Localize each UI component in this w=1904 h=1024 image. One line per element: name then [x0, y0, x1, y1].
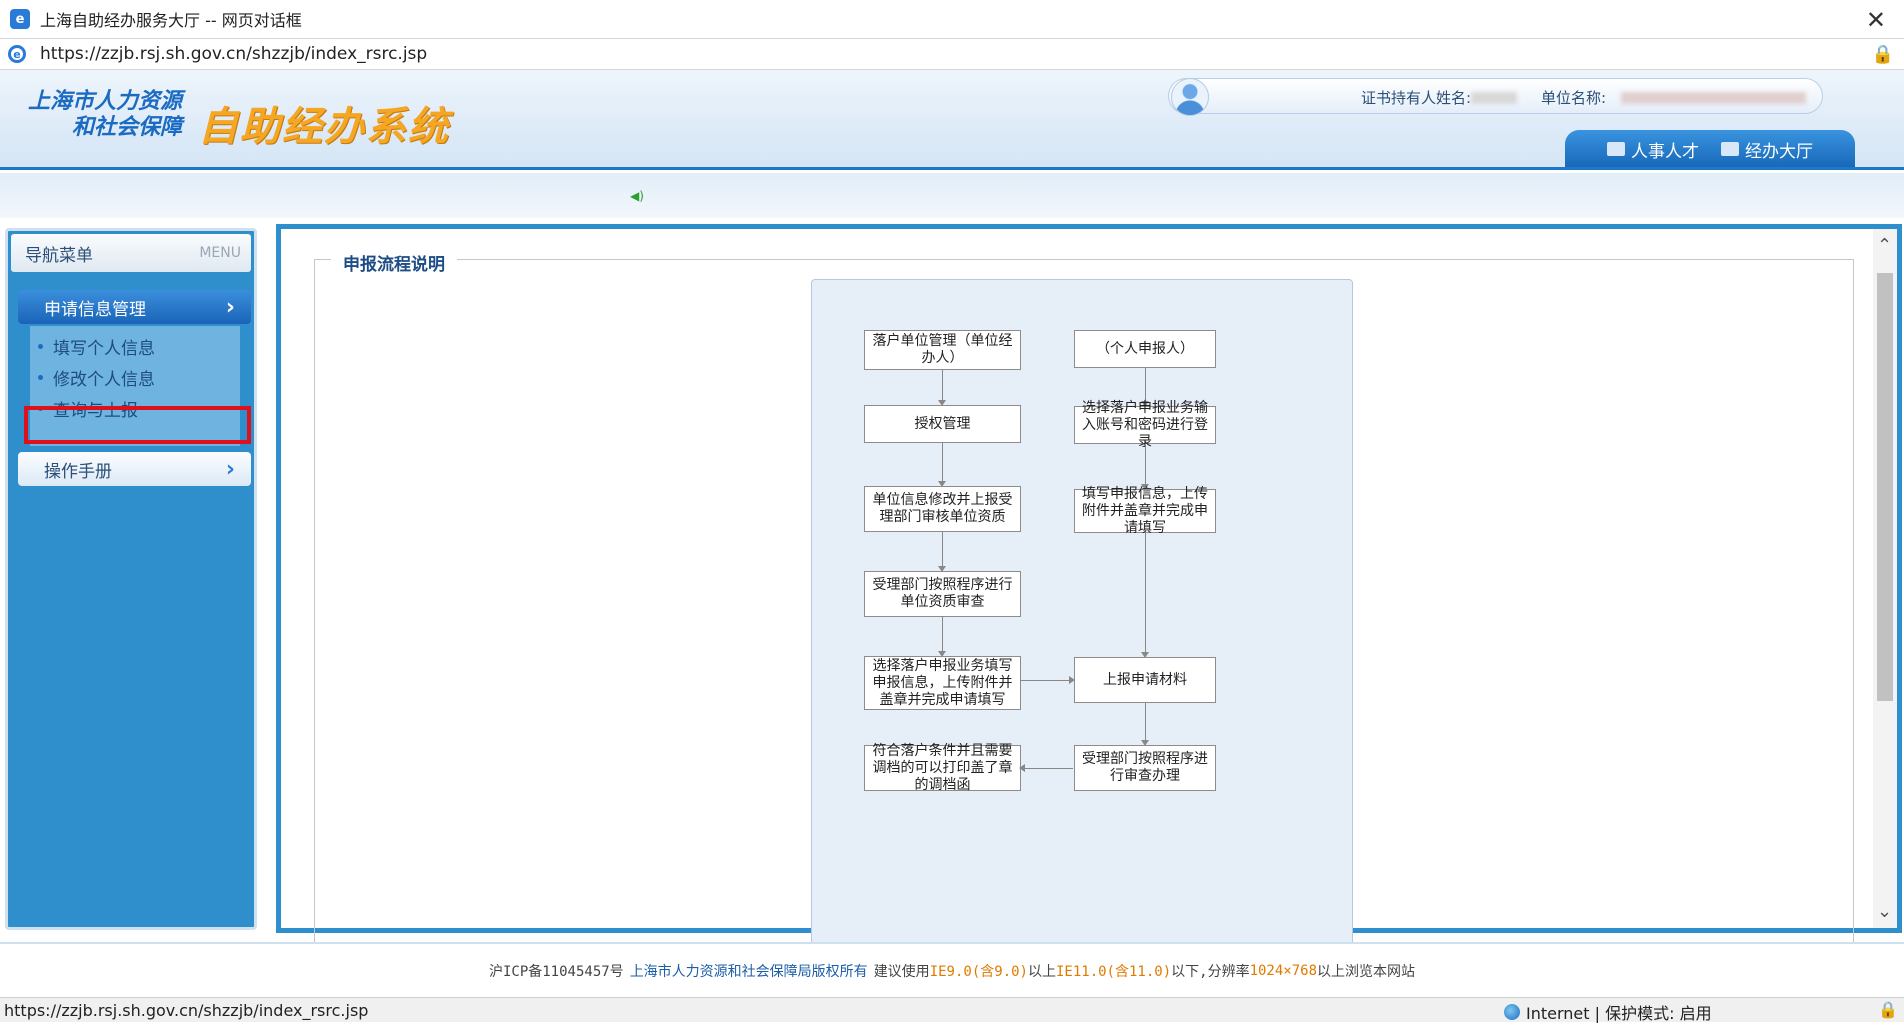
flow-step: 落户单位管理（单位经办人）	[864, 330, 1021, 370]
holder-label: 证书持有人姓名:	[1361, 89, 1472, 107]
submenu-item-label: 修改个人信息	[53, 369, 155, 390]
header-tabs: 人事人才 经办大厅	[1565, 130, 1855, 167]
building-icon	[1721, 142, 1739, 156]
bullet-icon	[38, 374, 43, 380]
user-info-bar: 证书持有人姓名: 单位名称:	[1168, 78, 1823, 116]
site-header: 上海市人力资源 和社会保障 自助经办系统 证书持有人姓名: 单位名称: 人事人才…	[0, 70, 1904, 170]
flow-step: 符合落户条件并且需要调档的可以打印盖了章的调档函	[864, 743, 1021, 793]
vertical-scrollbar[interactable]: ⌃ ⌄	[1873, 229, 1897, 928]
flow-step: 选择落户申报业务填写申报信息，上传附件并盖章并完成申请填写	[864, 656, 1021, 710]
footer-advice-3: 以下,分辨率	[1171, 963, 1250, 980]
footer-ie9: IE9.0(含9.0)	[929, 963, 1028, 980]
security-zone[interactable]: Internet | 保护模式: 启用	[1504, 1000, 1712, 1024]
footer-advice-1: 建议使用	[873, 963, 930, 980]
speaker-icon[interactable]: ◀)	[630, 189, 644, 203]
chevron-right-icon: ›	[225, 456, 235, 482]
flow-step: 填写申报信息，上传附件并盖章并完成申请填写	[1074, 486, 1216, 536]
window-titlebar: e 上海自助经办服务大厅 -- 网页对话框 ✕	[0, 0, 1904, 38]
close-icon[interactable]: ✕	[1865, 6, 1886, 34]
flow-arrow	[938, 617, 946, 657]
system-name: 自助经办系统	[198, 103, 450, 150]
address-url[interactable]: https://zzjb.rsj.sh.gov.cn/shzzjb/index_…	[40, 44, 428, 64]
globe-icon	[1504, 1004, 1520, 1020]
flow-step: 受理部门按照程序进行单位资质审查	[864, 571, 1021, 617]
scroll-down-icon[interactable]: ⌄	[1877, 901, 1893, 922]
footer-advice-2: 以上	[1027, 963, 1056, 980]
bullet-icon	[38, 343, 43, 349]
submenu-item-label: 填写个人信息	[53, 338, 155, 359]
footer-resolution: 1024×768	[1249, 962, 1318, 979]
footer-ie11: IE11.0(含11.0)	[1055, 963, 1172, 980]
ie-icon: e	[8, 45, 26, 63]
tab-personnel-label: 人事人才	[1631, 141, 1699, 162]
flow-step: 单位信息修改并上报受理部门审核单位资质	[864, 486, 1021, 532]
lock-icon: 🔒	[1878, 1000, 1898, 1019]
submenu-item-fill-info[interactable]: 填写个人信息	[38, 330, 155, 362]
flow-arrow	[938, 370, 946, 406]
flow-step: 授权管理	[864, 405, 1021, 443]
lock-icon: 🔒	[1871, 44, 1894, 65]
flow-arrow	[1019, 764, 1073, 772]
sidebar: 导航菜单 MENU 申请信息管理 › 填写个人信息 修改个人信息 查询与上报 操…	[5, 228, 257, 930]
site-logo: 上海市人力资源 和社会保障 自助经办系统	[28, 88, 448, 150]
sidebar-title: 导航菜单	[25, 245, 93, 266]
sidebar-item-application-info[interactable]: 申请信息管理 ›	[18, 290, 251, 324]
flow-step: （个人申报人）	[1074, 330, 1216, 368]
tab-personnel[interactable]: 人事人才	[1607, 137, 1699, 162]
footer-advice-4: 以上浏览本网站	[1317, 963, 1416, 980]
site-footer: 沪ICP备11045457号 上海市人力资源和社会保障局版权所有 建议使用 IE…	[0, 942, 1904, 997]
sidebar-item-label: 申请信息管理	[44, 299, 146, 320]
sidebar-item-label: 操作手册	[44, 461, 112, 482]
scroll-up-icon[interactable]: ⌃	[1877, 235, 1893, 256]
flow-arrow	[938, 443, 946, 487]
process-legend: 申报流程说明	[331, 250, 457, 275]
avatar-icon	[1171, 78, 1209, 116]
flow-arrow	[938, 532, 946, 572]
sidebar-item-manual[interactable]: 操作手册 ›	[18, 452, 251, 486]
submenu-item-edit-info[interactable]: 修改个人信息	[38, 361, 155, 393]
security-zone-label: Internet | 保护模式: 启用	[1526, 1004, 1712, 1023]
status-url: https://zzjb.rsj.sh.gov.cn/shzzjb/index_…	[4, 1000, 369, 1020]
process-fieldset	[314, 259, 1854, 959]
chevron-right-icon: ›	[225, 294, 235, 320]
flow-arrow	[1141, 368, 1149, 407]
window-title: 上海自助经办服务大厅 -- 网页对话框	[40, 11, 302, 30]
icp-number: 沪ICP备11045457号	[488, 963, 624, 980]
copyright-link[interactable]: 上海市人力资源和社会保障局版权所有	[629, 963, 868, 980]
monitor-icon	[1607, 142, 1625, 156]
flow-arrow	[1021, 676, 1075, 684]
logo-line2: 和社会保障	[72, 114, 183, 140]
submenu-item-label: 查询与上报	[53, 400, 138, 421]
tab-service-hall[interactable]: 经办大厅	[1721, 137, 1813, 162]
holder-name-redacted	[1471, 92, 1517, 104]
unit-label: 单位名称:	[1541, 89, 1607, 107]
tab-service-hall-label: 经办大厅	[1745, 141, 1813, 162]
sidebar-title-en: MENU	[199, 245, 241, 261]
address-bar[interactable]: e https://zzjb.rsj.sh.gov.cn/shzzjb/inde…	[0, 38, 1904, 70]
status-bar: https://zzjb.rsj.sh.gov.cn/shzzjb/index_…	[0, 997, 1904, 1024]
logo-line1: 上海市人力资源	[28, 88, 183, 114]
flow-step: 上报申请材料	[1074, 657, 1216, 703]
sub-header: ◀)	[0, 173, 1904, 218]
sidebar-header: 导航菜单 MENU	[11, 234, 251, 272]
highlight-box	[24, 406, 251, 444]
ie-page-icon: e	[10, 9, 30, 29]
flow-arrow	[1141, 444, 1149, 490]
submenu: 填写个人信息 修改个人信息 查询与上报	[30, 326, 240, 446]
flowchart: 落户单位管理（单位经办人） 授权管理 单位信息修改并上报受理部门审核单位资质 受…	[811, 279, 1353, 979]
flow-arrow	[1141, 703, 1149, 746]
flow-step: 选择落户申报业务输入账号和密码进行登录	[1074, 400, 1216, 450]
flow-arrow	[1141, 533, 1149, 658]
scroll-thumb[interactable]	[1877, 273, 1893, 701]
flow-step: 受理部门按照程序进行审查办理	[1074, 745, 1216, 791]
main-content: 申报流程说明 落户单位管理（单位经办人） 授权管理 单位信息修改并上报受理部门审…	[276, 224, 1902, 979]
unit-name-redacted	[1621, 92, 1806, 104]
